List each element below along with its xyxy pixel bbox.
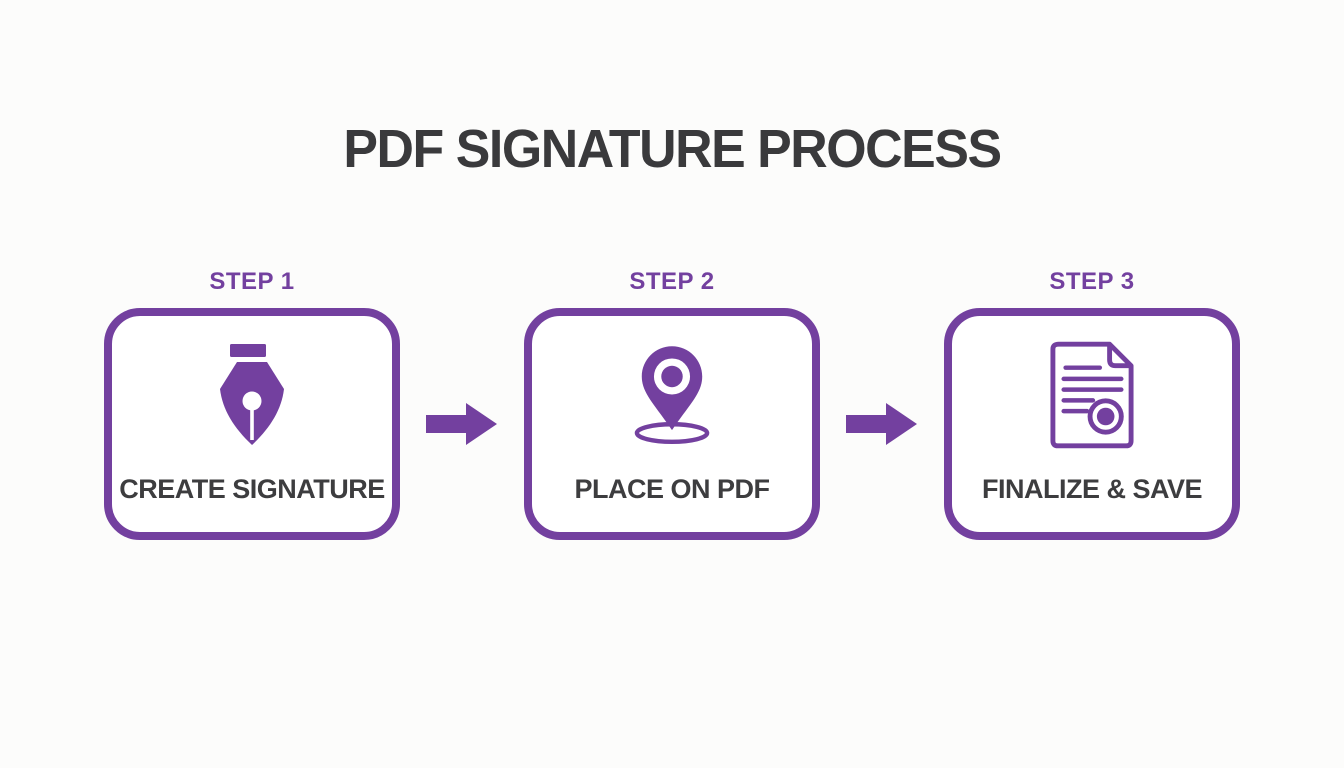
step-1-title: CREATE SIGNATURE (119, 474, 385, 504)
step-3-title: FINALIZE & SAVE (981, 474, 1203, 504)
page-title: PDF SIGNATURE PROCESS (343, 119, 1002, 179)
step-1-label: STEP 1 (209, 268, 295, 295)
pen-nib-icon (220, 342, 284, 448)
step-1: STEP 1 CREATE SIGNATURE (104, 270, 400, 540)
document-seal-icon (1049, 341, 1135, 449)
step-2: STEP 2 PLACE ON PDF (524, 270, 820, 540)
document-seal-icon-svg (1050, 341, 1134, 449)
process-flow: STEP 1 CREATE SIGNATURE S (104, 270, 1240, 540)
pen-nib-icon-svg (220, 344, 284, 445)
location-pin-icon-svg (634, 346, 710, 444)
step-2-label: STEP 2 (629, 268, 715, 295)
step-3-card: FINALIZE & SAVE (944, 308, 1240, 540)
step-3-label: STEP 3 (1049, 268, 1135, 295)
step-2-card: PLACE ON PDF (524, 308, 820, 540)
step-3: STEP 3 (944, 270, 1240, 540)
step-1-card: CREATE SIGNATURE (104, 308, 400, 540)
right-arrow-icon (846, 403, 917, 445)
right-arrow-icon (426, 403, 497, 445)
step-2-title: PLACE ON PDF (574, 474, 770, 504)
arrow-1 (400, 402, 524, 446)
arrow-2 (820, 402, 944, 446)
location-pin-icon (633, 342, 711, 448)
